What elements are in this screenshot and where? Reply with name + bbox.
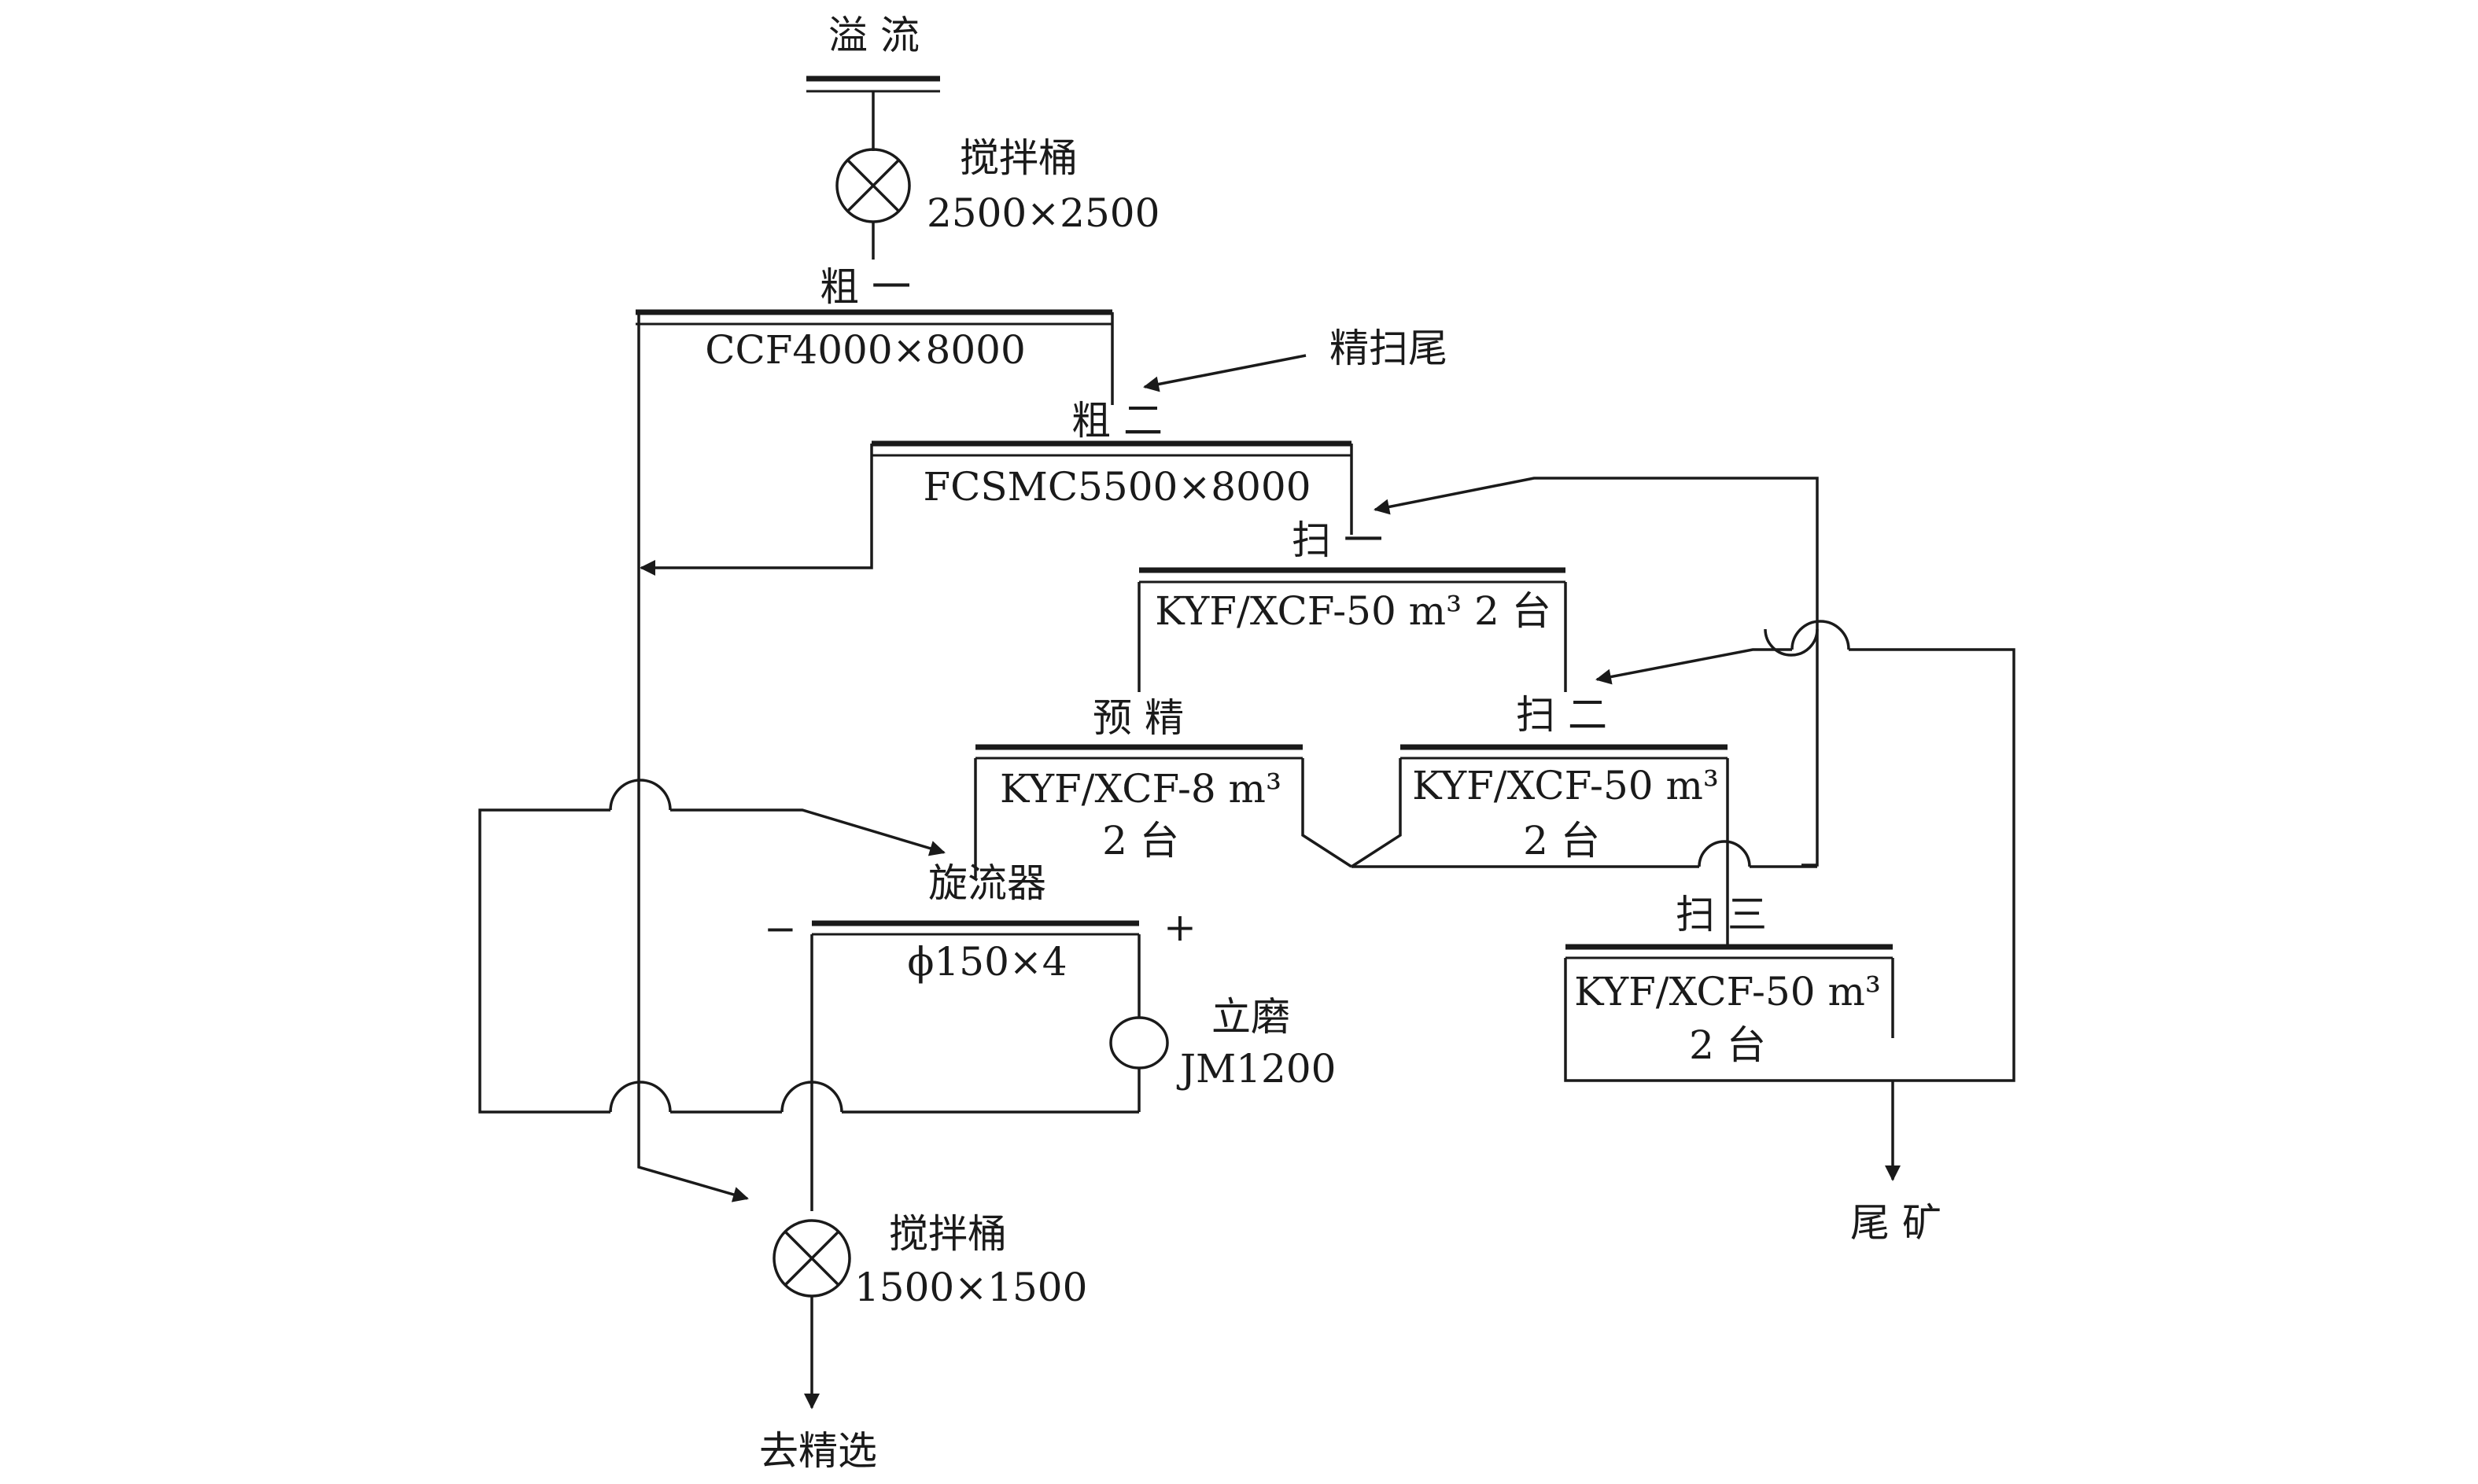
scavenger-2: 扫 二 KYF/XCF-50 m³ 2 台 [1351,692,1817,947]
agitator-tank-1: 搅拌桶 2500×2500 [835,135,1160,260]
scavenger-1: 扫 一 KYF/XCF-50 m³ 2 台 [1138,517,1567,692]
rougher-1-model: CCF4000×8000 [705,327,1026,373]
scavenger-3-count: 2 台 [1689,1022,1766,1068]
agitator-1-size: 2500×2500 [927,190,1160,236]
scav2-concentrate-return [1374,477,1819,867]
pre-cleaner-count: 2 台 [1102,818,1179,864]
scavenger-2-label: 扫 二 [1516,692,1607,738]
scavenger-1-model: KYF/XCF-50 m³ 2 台 [1155,588,1551,634]
scavenger-3-label: 扫 三 [1676,892,1767,937]
rougher-concentrate-line [637,312,749,1202]
rougher-2: 粗 二 FCSMC5500×8000 [640,398,1353,576]
cyclone-model: ϕ150×4 [907,939,1067,985]
to-cleaning-label: 去精选 [759,1428,877,1474]
cyclone: 旋流器 − + ϕ150×4 [764,860,1197,1211]
rougher-2-label: 粗 二 [1071,398,1163,444]
vertical-mill-icon [1109,1016,1169,1070]
scavenger-2-model: KYF/XCF-50 m³ [1412,763,1719,808]
pre-cleaner-model: KYF/XCF-8 m³ [1000,766,1281,812]
overflow-label: 溢 流 [828,13,920,58]
agitator-tank-2: 搅拌桶 1500×1500 去精选 [759,1211,1087,1474]
scavenger-3-model: KYF/XCF-50 m³ [1574,969,1881,1014]
rougher-1-label: 粗 一 [820,264,911,310]
mill-discharge-loop [478,779,1139,1114]
scav3-concentrate-return [1595,620,2015,1082]
agitator-2-name: 搅拌桶 [889,1211,1007,1257]
pre-cleaner-label: 预 精 [1093,695,1184,741]
scavenger-3: 扫 三 KYF/XCF-50 m³ 2 台 尾 矿 [1564,892,1941,1246]
cyclone-underflow-sign: + [1163,904,1197,950]
scavenger-1-label: 扫 一 [1292,517,1383,563]
overflow-feed: 溢 流 [806,13,940,151]
tailings-label: 尾 矿 [1850,1200,1941,1246]
vertical-mill-label: 立磨 [1211,994,1290,1040]
vertical-mill: 立磨 JM1200 [1109,994,1337,1112]
clean-scav-tail-label: 精扫尾 [1329,326,1447,371]
scavenger-2-count: 2 台 [1523,818,1600,864]
rougher-2-model: FCSMC5500×8000 [923,464,1311,510]
pre-cleaner: 预 精 KYF/XCF-8 m³ 2 台 [974,695,1352,878]
vertical-mill-model: JM1200 [1176,1046,1337,1092]
cyclone-overflow-sign: − [764,906,797,952]
clean-scavenging-tails: 精扫尾 [1143,326,1447,392]
rougher-1: 粗 一 CCF4000×8000 [636,264,1114,405]
agitator-2-size: 1500×1500 [854,1265,1087,1310]
cyclone-label: 旋流器 [928,860,1046,906]
agitator-1-name: 搅拌桶 [960,135,1078,181]
